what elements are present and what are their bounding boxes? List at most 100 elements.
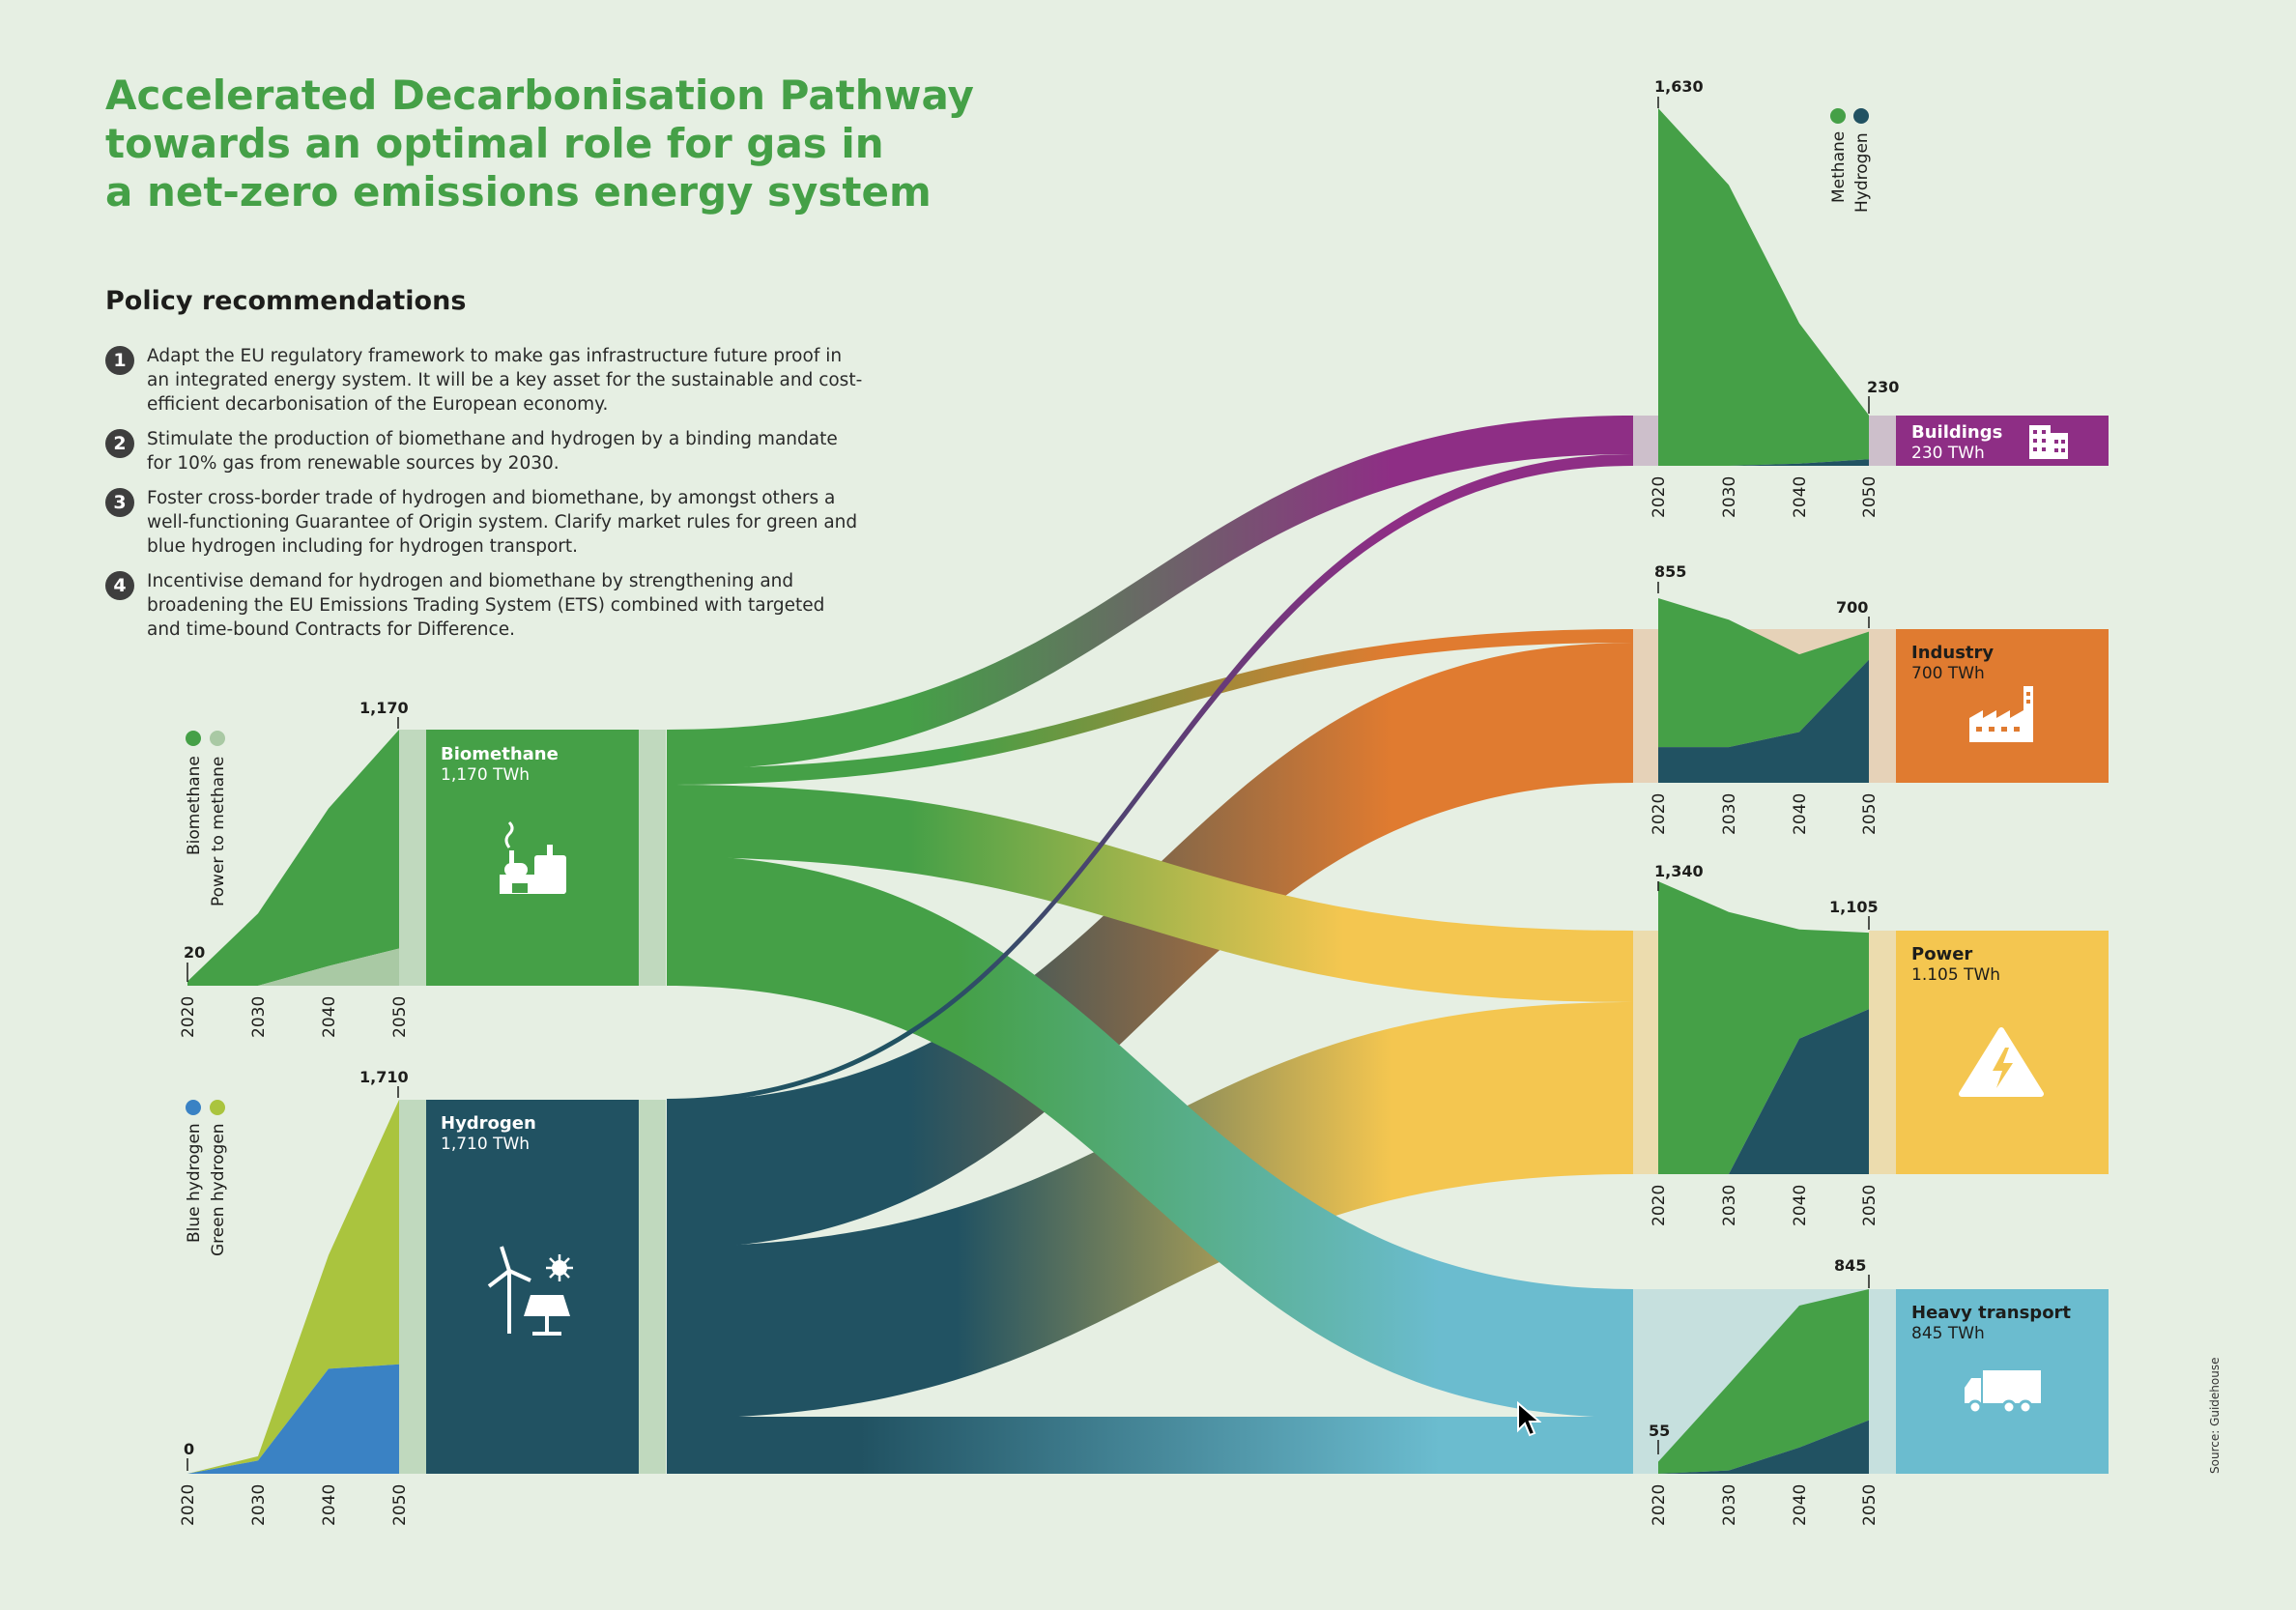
area-hydrogen (1658, 659, 1869, 783)
connector-strip (1633, 416, 1660, 466)
recommendation-line: Incentivise demand for hydrogen and biom… (147, 571, 794, 591)
hydrogen-box (426, 1100, 639, 1474)
buildings-box (1896, 416, 2109, 466)
connector-strip (399, 730, 426, 986)
year-tick-label: 2040 (320, 1484, 339, 1526)
recommendation-line: Foster cross-border trade of hydrogen an… (147, 488, 836, 508)
page-title: Accelerated Decarbonisation Pathway towa… (105, 72, 1072, 216)
legend-sectors: Methane Hydrogen (1829, 108, 1872, 213)
area-power-to-methane (187, 948, 399, 986)
year-tick-label: 2050 (1860, 476, 1880, 518)
biogas-plant-icon (500, 820, 566, 894)
year-tick-label: 2050 (1860, 1185, 1880, 1226)
source-chart-hydrogen (187, 1100, 399, 1474)
value-label: 230 (1867, 378, 1899, 396)
area-methane (1658, 108, 1869, 466)
year-tick-label: 2020 (1650, 793, 1669, 835)
wind-solar-icon (487, 1246, 573, 1336)
value-labels: 1,170 20 1,710 0 1,630 230 855 700 1,340… (184, 77, 1899, 1471)
recommendation-line: efficient decarbonisation of the Europea… (147, 394, 609, 415)
area-hydrogen (1658, 1420, 1869, 1474)
source-name: Biomethane (441, 744, 559, 764)
area-green-hydrogen (187, 1100, 399, 1474)
connector-strip (639, 1100, 666, 1474)
legend-dot (186, 1100, 201, 1115)
sector-chart-power (1658, 881, 1869, 1174)
legend-label: Blue hydrogen (185, 1123, 204, 1243)
source-biomethane: Biomethane 1,170 TWh (399, 730, 666, 986)
sector-power: Power 1.105 TWh (1633, 931, 2109, 1174)
recommendation-line: well-functioning Guarantee of Origin sys… (147, 512, 858, 532)
area-blue-hydrogen (187, 1364, 399, 1474)
recommendation-number: 3 (105, 488, 134, 517)
value-label: 1,105 (1829, 898, 1879, 916)
area-methane (1658, 1289, 1869, 1474)
year-tick-label: 2040 (1791, 793, 1810, 835)
mouse-pointer-icon (1517, 1401, 1541, 1437)
recommendation-number: 2 (105, 429, 134, 458)
legend-dot (1853, 108, 1869, 124)
recommendation-text: Incentivise demand for hydrogen and biom… (147, 569, 959, 642)
source-value: 1,170 TWh (441, 765, 530, 785)
recommendation-text: Foster cross-border trade of hydrogen an… (147, 486, 959, 559)
year-tick-label: 2020 (179, 996, 198, 1038)
sector-chart-heavy-transport (1658, 1289, 1869, 1474)
factory-icon (1969, 686, 2033, 742)
year-tick-label: 2040 (320, 996, 339, 1038)
legend-label: Power to methane (209, 757, 228, 906)
value-label: 700 (1836, 598, 1868, 617)
year-tick-label: 2040 (1791, 476, 1810, 518)
flow-biomethane-power (667, 785, 1633, 1002)
truck-icon (1965, 1370, 2041, 1415)
year-axes: 2020 2030 2040 2050 2020 2030 2040 2050 2020 2030… (179, 476, 1880, 1526)
value-label: 55 (1649, 1422, 1670, 1440)
flow-hydrogen-industry (667, 643, 1633, 1249)
value-label: 855 (1654, 562, 1686, 581)
sector-buildings: Buildings 230 TWh (1633, 416, 2109, 466)
year-tick-label: 2030 (1720, 1484, 1739, 1526)
flow-biomethane-industry (667, 629, 1633, 785)
legend-label: Green hydrogen (209, 1123, 228, 1256)
sector-chart-buildings (1658, 108, 1869, 466)
recommendation-number: 1 (105, 346, 134, 375)
legend-dot (210, 1100, 225, 1115)
policy-heading: Policy recommendations (105, 286, 467, 316)
connector-strip (1633, 931, 1660, 1174)
sector-name: Power (1911, 944, 1972, 964)
recommendation-line: broadening the EU Emissions Trading Syst… (147, 595, 825, 616)
recommendation-text: Stimulate the production of biomethane a… (147, 427, 959, 475)
legend-label: Hydrogen (1852, 132, 1872, 213)
area-methane (1658, 598, 1869, 748)
recommendation-line: Stimulate the production of biomethane a… (147, 429, 838, 449)
power-warning-icon (1959, 1027, 2044, 1097)
source-note: Source: Guidehouse (2208, 1358, 2222, 1475)
recommendation-number: 4 (105, 571, 134, 600)
year-tick-label: 2050 (1860, 1484, 1880, 1526)
value-label: 1,340 (1654, 862, 1704, 880)
value-label: 20 (184, 943, 205, 962)
area-biomethane (187, 730, 399, 986)
recommendation-line: and time-bound Contracts for Difference. (147, 619, 515, 640)
year-tick-label: 2030 (249, 1484, 269, 1526)
year-tick-label: 2020 (1650, 476, 1669, 518)
year-tick-label: 2050 (390, 996, 410, 1038)
year-tick-label: 2040 (1791, 1185, 1810, 1226)
value-label: 0 (184, 1440, 194, 1458)
flow-biomethane-buildings (667, 416, 1633, 770)
year-tick-label: 2050 (1860, 793, 1880, 835)
flow-hydrogen-buildings (667, 454, 1633, 1104)
biomethane-box (426, 730, 639, 986)
area-hydrogen (1658, 459, 1869, 466)
year-tick-label: 2030 (249, 996, 269, 1038)
title-line-3: a net-zero emissions energy system (105, 168, 932, 216)
recommendation-line: for 10% gas from renewable sources by 20… (147, 453, 560, 474)
year-tick-label: 2030 (1720, 1185, 1739, 1226)
source-chart-biomethane (187, 730, 399, 986)
value-label: 1,170 (359, 699, 409, 717)
sector-value: 845 TWh (1911, 1324, 1985, 1343)
legend-dot (186, 731, 201, 746)
year-tick-label: 2020 (179, 1484, 198, 1526)
year-tick-label: 2040 (1791, 1484, 1810, 1526)
connector-strip (399, 1100, 426, 1474)
